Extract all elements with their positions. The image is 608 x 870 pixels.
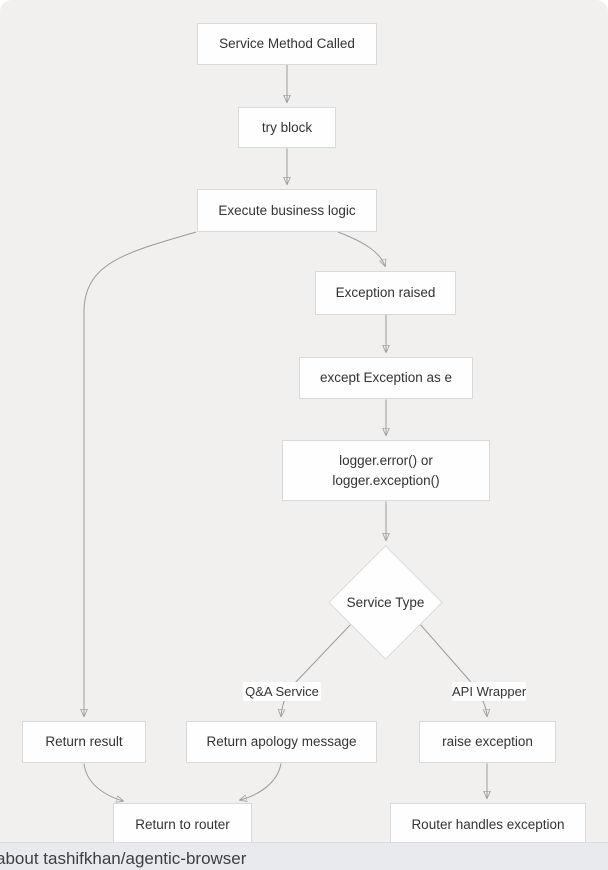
browser-status-bar: about tashifkhan/agentic-browser (0, 842, 608, 870)
node-label: logger.error() or logger.exception() (332, 452, 440, 488)
node-logger-error-or-exception: logger.error() or logger.exception() (282, 440, 490, 501)
node-label: Return to router (135, 816, 230, 832)
node-label: Execute business logic (218, 202, 356, 218)
node-return-to-router: Return to router (113, 803, 252, 846)
node-label: raise exception (442, 734, 533, 749)
node-label: try block (261, 119, 313, 135)
node-exception-raised: Exception raised (315, 271, 456, 315)
edge-return-result-to-router (83, 763, 123, 802)
node-label: except Exception as e (319, 370, 453, 385)
node-execute-business-logic: Execute business logic (197, 189, 377, 232)
edge-execute-to-return-result (84, 231, 197, 716)
node-return-result: Return result (22, 721, 146, 763)
node-label: Return result (45, 734, 123, 749)
edge-label-qa-service: Q&A Service (243, 682, 321, 701)
status-link-text: about tashifkhan/agentic-browser (0, 849, 247, 868)
node-label: Exception raised (335, 285, 436, 300)
node-except-exception-as-e: except Exception as e (299, 357, 473, 399)
node-label: Service Type (346, 595, 425, 610)
node-service-method-called: Service Method Called (197, 23, 377, 65)
node-label: Return apology message (206, 734, 357, 749)
node-try-block: try block (238, 107, 336, 148)
node-return-apology-message: Return apology message (186, 721, 377, 763)
node-label: Service Method Called (219, 36, 355, 51)
edge-return-apology-to-router (240, 763, 282, 801)
node-router-handles-exception: Router handles exception (390, 803, 586, 846)
node-service-type-decision: Service Type (328, 545, 443, 660)
node-label: Router handles exception (411, 816, 565, 832)
edge-execute-to-exception-raised (337, 231, 385, 266)
node-raise-exception: raise exception (419, 721, 556, 763)
edge-label-api-wrapper: API Wrapper (452, 682, 527, 701)
